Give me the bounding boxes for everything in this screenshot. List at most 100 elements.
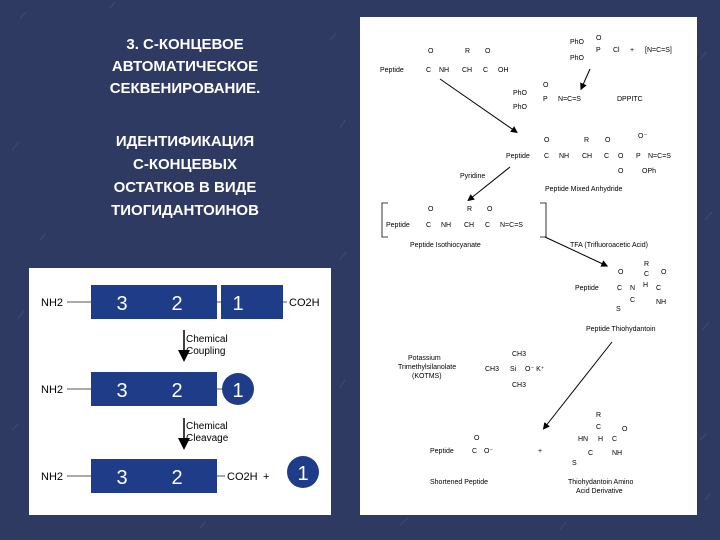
reaction-arrow: [580, 68, 591, 91]
thiohydantoin-label: Peptide Thiohydantoin: [586, 326, 656, 333]
reaction-arrow: [439, 78, 518, 133]
residue-2-label: 2: [171, 380, 182, 402]
atom-label: C: [604, 153, 609, 160]
atom-label: PhO: [570, 39, 585, 46]
atom-label: O: [543, 82, 549, 89]
atom-label: S: [616, 306, 621, 313]
peptide-isothiocyanate: O R O Peptide C NH CH C N=C=S Peptide Is…: [381, 202, 547, 249]
atom-label: CH3: [512, 351, 526, 358]
tfa-label: TFA (Trifluoroacetic Acid): [570, 242, 648, 249]
sequencing-scheme-panel: NH2 3 2 1 CO2H Chemical Coupling NH2 3 2…: [29, 268, 331, 515]
atom-label: O: [485, 48, 491, 55]
atom-label: C: [617, 285, 622, 292]
atom-label: P: [596, 47, 601, 54]
pyridine-label: Pyridine: [460, 173, 485, 180]
thio-amino-label: Thiohydantoin Amino: [568, 479, 633, 486]
atom-label: R: [644, 261, 649, 268]
peptide-label: Peptide: [506, 153, 530, 160]
atom-label: NH: [656, 299, 666, 306]
dppitc-product: O PhO P N=C=S PhO DPPITC: [513, 82, 643, 111]
residue-circle-1: [222, 373, 254, 405]
atom-label: N=C=S: [648, 153, 671, 160]
residue-1-label: 1: [232, 293, 243, 315]
atom-label: S: [572, 460, 577, 467]
atom-label: R: [584, 137, 589, 144]
atom-label: O: [622, 426, 628, 433]
shortened-peptide: O Peptide C O⁻ Shortened Peptide: [430, 435, 493, 486]
residue-3-label: 3: [116, 380, 127, 402]
peptide-label: Peptide: [430, 448, 454, 455]
atom-label: N=C=S: [500, 222, 523, 229]
atom-label: PhO: [570, 55, 585, 62]
kotms-label: Potassium: [408, 355, 441, 362]
atom-label: CH3: [512, 382, 526, 389]
dppitc-label: DPPITC: [617, 96, 643, 103]
atom-label: NH: [559, 153, 569, 160]
atom-label: R: [465, 48, 470, 55]
peptide-label: Peptide: [380, 67, 404, 74]
kotms-label: (KOTMS): [412, 373, 442, 380]
peptide-label: Peptide: [575, 285, 599, 292]
residue-box-2: [153, 372, 217, 406]
atom-label: C: [644, 271, 649, 278]
nh2-label: NH2: [41, 384, 63, 396]
plus-sign: +: [538, 448, 542, 455]
atom-label: CH3: [485, 366, 499, 373]
isothiocyanate-label: Peptide Isothiocyanate: [410, 242, 481, 249]
atom-label: CH: [582, 153, 592, 160]
atom-label: O: [596, 35, 602, 42]
atom-label: O: [618, 153, 624, 160]
atom-label: O: [544, 137, 550, 144]
slide-title: 3. С-КОНЦЕВОЕ АВТОМАТИЧЕСКОЕ СЕКВЕНИРОВА…: [60, 34, 310, 100]
step-label: Chemical: [186, 421, 228, 432]
nh2-label: NH2: [41, 471, 63, 483]
step-label: Coupling: [186, 346, 225, 357]
atom-label: O: [428, 206, 434, 213]
atom-label: +: [630, 47, 634, 54]
atom-label: N: [630, 285, 635, 292]
shortened-peptide-label: Shortened Peptide: [430, 479, 488, 486]
slide-subtitle: ИДЕНТИФИКАЦИЯ С-КОНЦЕВЫХ ОСТАТКОВ В ВИДЕ…: [60, 130, 310, 222]
atom-label: O⁻: [638, 133, 647, 140]
kotms-reagent: Potassium Trimethylsilanolate (KOTMS) CH…: [398, 351, 545, 389]
atom-label: O⁻: [484, 448, 493, 455]
nh2-label: NH2: [41, 297, 63, 309]
atom-label: C: [596, 424, 601, 431]
residue-box-2: [153, 285, 217, 319]
atom-label: R: [467, 206, 472, 213]
reaction-arrow: [467, 166, 511, 202]
residue-3-label: 3: [116, 467, 127, 489]
co2h-label: CO2H: [227, 471, 258, 483]
atom-label: OPh: [642, 168, 656, 175]
peptide-label: Peptide: [386, 222, 410, 229]
atom-label: C: [426, 222, 431, 229]
subtitle-line: ТИОГИДАНТОИНОВ: [111, 202, 259, 219]
atom-label: OH: [498, 67, 509, 74]
peptide-thiohydantoin: R O C O Peptide C N H C C NH S Peptide T…: [575, 261, 667, 333]
residue-1-label: 1: [232, 380, 243, 402]
atom-label: C: [612, 436, 617, 443]
atom-label: PhO: [513, 104, 528, 111]
atom-label: C: [588, 450, 593, 457]
reaction-arrow: [542, 341, 613, 430]
atom-label: NH: [612, 450, 622, 457]
atom-label: NH: [441, 222, 451, 229]
dppitc-reagent: PhO O P Cl + [N=C=S] PhO: [570, 35, 672, 62]
atom-label: O: [661, 269, 667, 276]
subtitle-line: ИДЕНТИФИКАЦИЯ: [115, 133, 255, 150]
residue-2-label: 2: [171, 293, 182, 315]
title-line: АВТОМАТИЧЕСКОЕ: [111, 58, 259, 75]
co2h-label: CO2H: [289, 297, 320, 309]
atom-label: P: [543, 96, 548, 103]
title-line: СЕКВЕНИРОВАНИЕ.: [109, 80, 261, 97]
residue-box-3: [91, 285, 153, 319]
residue-box-2: [153, 459, 217, 493]
reaction-arrow: [544, 236, 609, 267]
atom-label: Cl: [613, 47, 620, 54]
residue-box-1: [221, 285, 283, 319]
atom-label: NH: [439, 67, 449, 74]
kotms-label: Trimethylsilanolate: [398, 364, 456, 371]
atom-label: CH: [462, 67, 472, 74]
atom-label: O: [428, 48, 434, 55]
